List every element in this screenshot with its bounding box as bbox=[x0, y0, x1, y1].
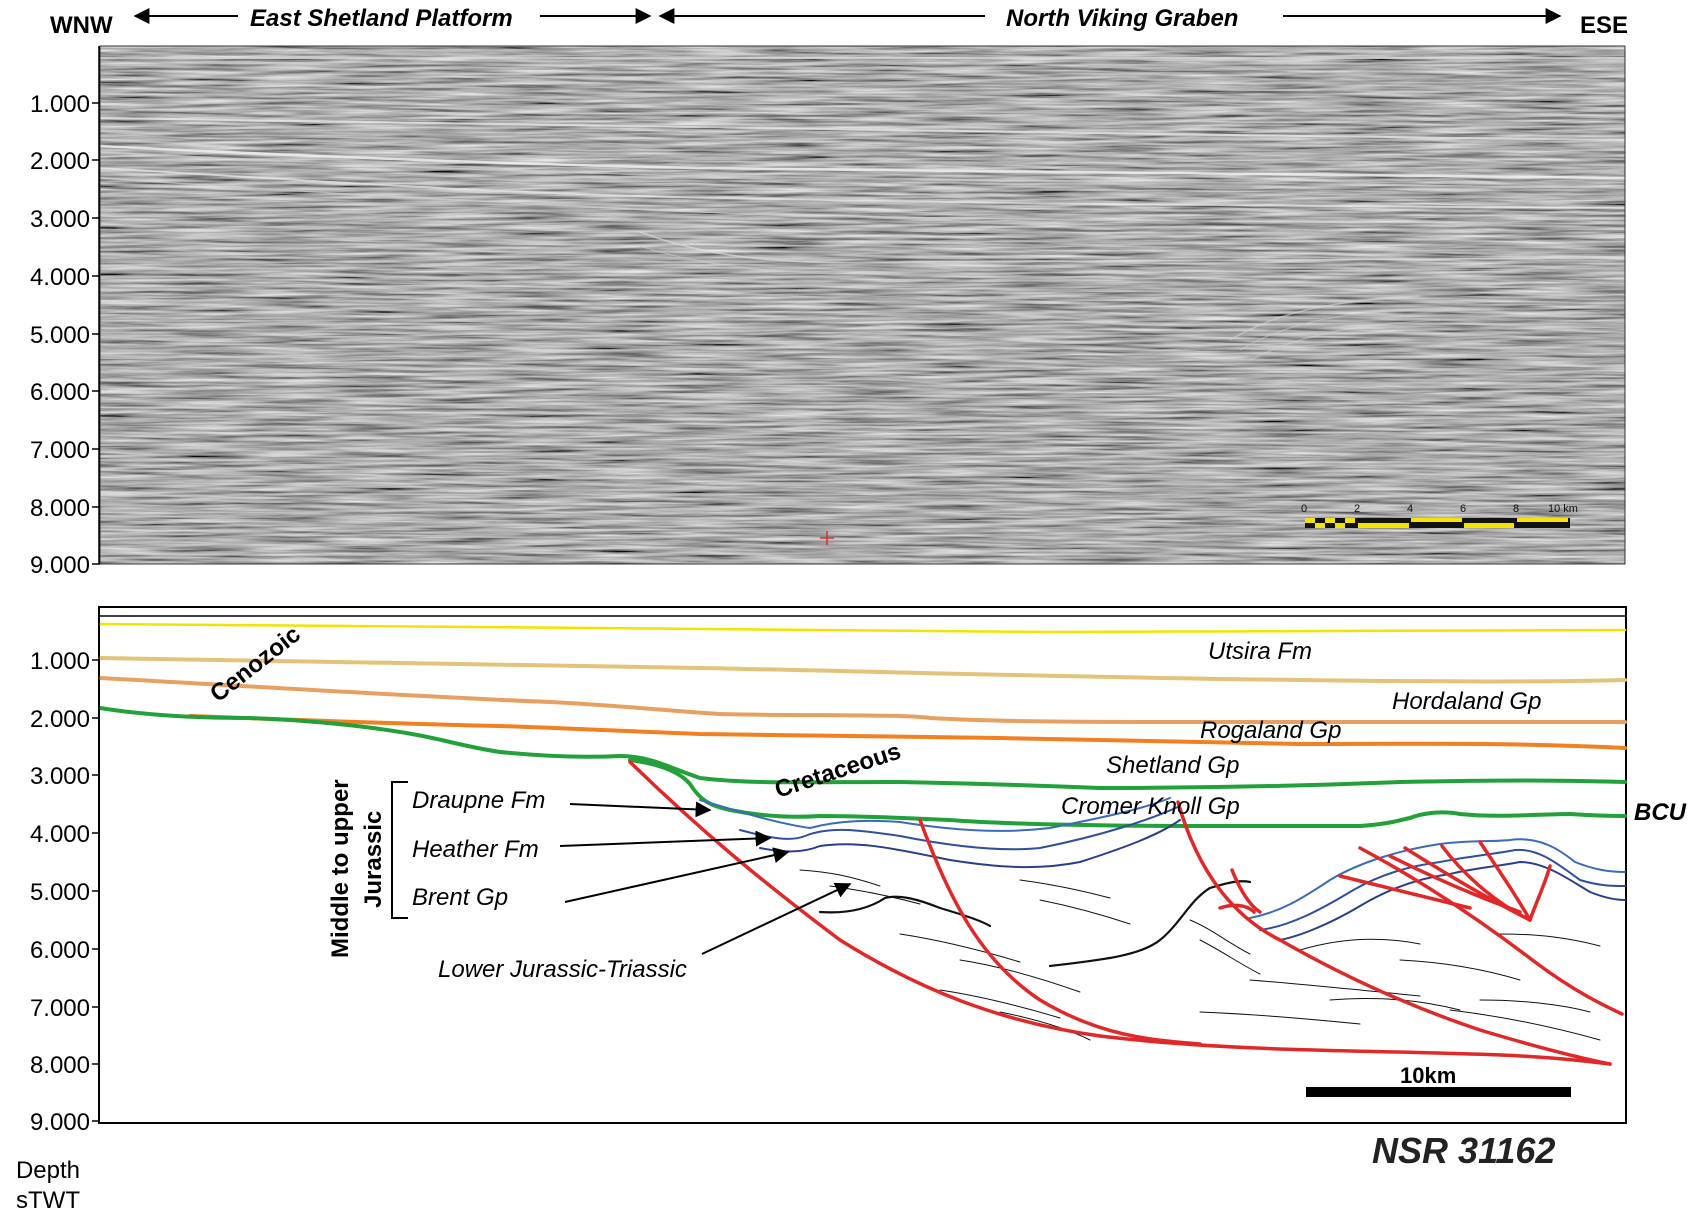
interp-tick-6000: 6.000 bbox=[30, 937, 90, 964]
horizon-draupne-top bbox=[699, 797, 1171, 832]
interp-tick-2000: 2.000 bbox=[30, 706, 90, 733]
seismic-panel: 0 2 4 6 8 10 km bbox=[99, 45, 1626, 565]
label-shetland-gp: Shetland Gp bbox=[1106, 752, 1239, 779]
seismic-scale-bar: 0 2 4 6 8 10 km bbox=[1301, 503, 1578, 528]
fault-4b bbox=[1218, 903, 1256, 914]
seismic-tick-2000: 2.000 bbox=[30, 148, 90, 175]
seismic-line-id: NSR 31162 bbox=[1372, 1130, 1555, 1171]
interpretation-panel: Cenozoic Cretaceous Utsira Fm Hordaland … bbox=[98, 606, 1687, 1124]
fault-2 bbox=[918, 818, 1202, 1046]
fault-10 bbox=[1478, 840, 1532, 922]
seismic-scale-tick-10km: 10 km bbox=[1548, 503, 1578, 515]
horizon-heather-east bbox=[1259, 848, 1626, 931]
seismic-tick-1000: 1.000 bbox=[30, 91, 90, 118]
axis-unit-label: Depth sTWT bbox=[16, 1157, 80, 1214]
seismic-cross-marker bbox=[820, 531, 834, 545]
interpretation-scale-label: 10km bbox=[1400, 1063, 1456, 1088]
horizon-rogaland-top bbox=[98, 676, 1627, 725]
jurassic-bracket bbox=[391, 781, 408, 919]
interpretation-depth-axis: 1.000 2.000 3.000 4.000 5.000 6.000 7.00… bbox=[30, 607, 100, 1136]
seismic-scale-tick-2: 2 bbox=[1354, 503, 1360, 515]
horizon-brent-top bbox=[759, 819, 1181, 869]
arrow-draupne bbox=[569, 801, 712, 818]
arrow-lower-jurassic bbox=[701, 882, 852, 955]
seismic-frame bbox=[99, 45, 1626, 565]
direction-wnw: WNW bbox=[50, 12, 113, 39]
interp-tick-1000: 1.000 bbox=[30, 648, 90, 675]
label-rogaland-gp: Rogaland Gp bbox=[1200, 717, 1341, 744]
label-bcu: BCU bbox=[1634, 799, 1687, 826]
label-brent-gp: Brent Gp bbox=[412, 884, 508, 911]
seismic-tick-7000: 7.000 bbox=[30, 437, 90, 464]
arrow-heather bbox=[559, 830, 772, 847]
label-hordaland-gp: Hordaland Gp bbox=[1392, 688, 1541, 715]
jurassic-horizons bbox=[699, 797, 1626, 941]
horizon-draupne-east bbox=[1249, 838, 1626, 919]
faults bbox=[628, 760, 1624, 1066]
seismic-tick-9000: 9.000 bbox=[30, 552, 90, 579]
axis-unit-depth: Depth bbox=[16, 1157, 80, 1184]
seismic-reflectors bbox=[100, 57, 1625, 361]
fault-6 bbox=[1338, 874, 1472, 910]
horizon-bcu bbox=[628, 758, 1627, 829]
seismic-tick-8000: 8.000 bbox=[30, 495, 90, 522]
seismic-tick-5000: 5.000 bbox=[30, 322, 90, 349]
interp-tick-4000: 4.000 bbox=[30, 821, 90, 848]
fault-11 bbox=[1528, 864, 1552, 922]
label-utsira-fm: Utsira Fm bbox=[1208, 638, 1312, 665]
seismic-scale-tick-4: 4 bbox=[1407, 503, 1413, 515]
interp-tick-3000: 3.000 bbox=[30, 763, 90, 790]
pointer-arrows bbox=[559, 801, 852, 955]
fault-main-detachment bbox=[628, 760, 1612, 1066]
horizon-shetland-top bbox=[188, 714, 1627, 750]
fault-9 bbox=[1440, 844, 1532, 922]
seismic-depth-axis: 1.000 2.000 3.000 4.000 5.000 6.000 7.00… bbox=[30, 46, 100, 579]
interp-tick-8000: 8.000 bbox=[30, 1052, 90, 1079]
interp-tick-9000: 9.000 bbox=[30, 1109, 90, 1136]
fault-5 bbox=[1358, 846, 1624, 1016]
direction-ese: ESE bbox=[1580, 12, 1628, 39]
arrow-brent bbox=[564, 847, 790, 903]
seismic-scale-tick-0: 0 bbox=[1301, 503, 1307, 515]
label-middle-to-upper: Middle to upper bbox=[327, 779, 354, 958]
section-header: WNW ESE East Shetland Platform North Vik… bbox=[50, 5, 1628, 39]
seismic-tick-6000: 6.000 bbox=[30, 379, 90, 406]
region-east-shetland-platform: East Shetland Platform bbox=[250, 5, 513, 32]
label-lower-jurassic-triassic: Lower Jurassic-Triassic bbox=[438, 956, 687, 983]
horizon-brent-east bbox=[1279, 860, 1626, 941]
label-draupne-fm: Draupne Fm bbox=[412, 787, 545, 814]
interp-tick-5000: 5.000 bbox=[30, 879, 90, 906]
horizon-heather-top bbox=[739, 805, 1181, 851]
horizon-utsira-top bbox=[98, 622, 1627, 634]
label-jurassic: Jurassic bbox=[360, 811, 387, 908]
lower-jurassic-triassic-lines bbox=[799, 869, 1601, 1041]
region-north-viking-graben: North Viking Graben bbox=[1006, 5, 1238, 32]
seismic-texture bbox=[100, 46, 1625, 564]
fault-4 bbox=[1230, 868, 1262, 914]
seismic-scale-tick-6: 6 bbox=[1460, 503, 1466, 515]
label-heather-fm: Heather Fm bbox=[412, 836, 539, 863]
axis-unit-stwt: sTWT bbox=[16, 1187, 80, 1213]
horizon-hordaland-top bbox=[98, 656, 1627, 684]
label-cromer-knoll-gp: Cromer Knoll Gp bbox=[1061, 793, 1240, 820]
horizons bbox=[98, 622, 1627, 829]
interpretation-scale-bar bbox=[1306, 1087, 1571, 1097]
seismic-scale-tick-8: 8 bbox=[1513, 503, 1519, 515]
seismic-tick-3000: 3.000 bbox=[30, 206, 90, 233]
horizon-cretaceous-top bbox=[98, 706, 1627, 790]
fault-3 bbox=[1176, 800, 1612, 1066]
seismic-tick-4000: 4.000 bbox=[30, 264, 90, 291]
interp-tick-7000: 7.000 bbox=[30, 995, 90, 1022]
